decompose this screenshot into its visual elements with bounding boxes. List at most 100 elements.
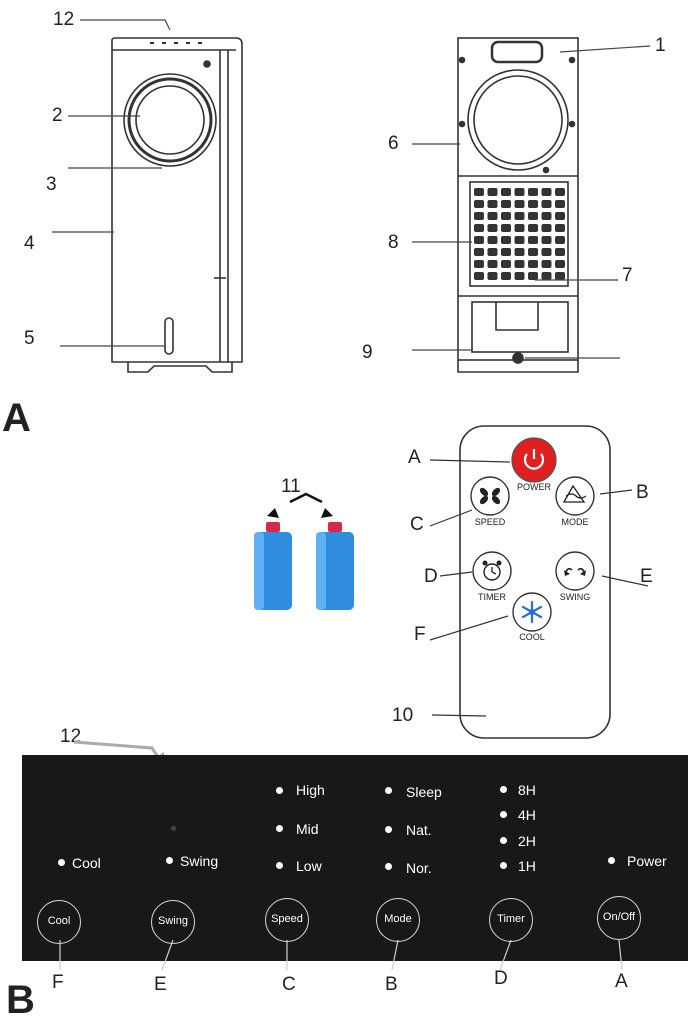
panel-cool-button[interactable]: Cool bbox=[37, 900, 81, 944]
filter-cell bbox=[487, 224, 498, 232]
timer-4h-led bbox=[500, 811, 507, 818]
filter-cell bbox=[487, 188, 498, 196]
filter-cell bbox=[541, 248, 552, 256]
callout-10: 10 bbox=[392, 705, 414, 726]
remote-timer-button[interactable] bbox=[472, 551, 512, 591]
filter-cell bbox=[501, 188, 511, 196]
section-label-b: B bbox=[6, 978, 35, 1022]
remote-letter-c: C bbox=[410, 514, 424, 535]
callout-12: 12 bbox=[53, 9, 75, 30]
remote-mode-button[interactable] bbox=[555, 476, 595, 516]
speed-mid-led bbox=[276, 825, 283, 832]
callout-7: 7 bbox=[622, 265, 633, 286]
remote-cool-label: COOL bbox=[519, 632, 545, 642]
panel-letter-leaders bbox=[59, 940, 623, 971]
callout-3: 3 bbox=[46, 174, 57, 195]
panel-timer-button-label: Timer bbox=[497, 913, 525, 925]
filter-cell bbox=[555, 272, 565, 280]
timer-8h-label: 8H bbox=[518, 782, 536, 798]
speed-low-led bbox=[276, 862, 283, 869]
panel-cool-button-label: Cool bbox=[47, 915, 71, 927]
timer-1h-label: 1H bbox=[518, 858, 536, 874]
filter-cell bbox=[541, 272, 552, 280]
remote-cool-button[interactable] bbox=[512, 592, 552, 632]
timer-8h-led bbox=[500, 786, 507, 793]
filter-cell bbox=[528, 260, 538, 268]
callout-11: 11 bbox=[281, 476, 301, 497]
mode-nat-label: Nat. bbox=[406, 822, 432, 838]
remote-swing-label: SWING bbox=[559, 592, 591, 602]
timer-1h-led bbox=[500, 862, 507, 869]
remote-letter-d: D bbox=[424, 566, 438, 587]
cool-indicator-led bbox=[58, 859, 65, 866]
speed-high-label: High bbox=[296, 782, 325, 798]
filter-grid bbox=[474, 188, 565, 280]
filter-cell bbox=[541, 260, 552, 268]
filter-cell bbox=[501, 248, 511, 256]
panel-onoff-button-label: On/Off bbox=[602, 911, 636, 923]
remote-swing-button[interactable] bbox=[555, 551, 595, 591]
filter-cell bbox=[514, 272, 525, 280]
remote-control bbox=[429, 425, 649, 739]
filter-cell bbox=[514, 224, 525, 232]
section-label-a: A bbox=[2, 396, 31, 440]
remote-timer-label: TIMER bbox=[478, 592, 506, 602]
filter-cell bbox=[555, 236, 565, 244]
filter-cell bbox=[501, 212, 511, 220]
filter-cell bbox=[514, 212, 525, 220]
filter-cell bbox=[555, 200, 565, 208]
swing-indicator-label: Swing bbox=[180, 853, 219, 869]
panel-timer-button[interactable]: Timer bbox=[489, 898, 533, 942]
ice-pack-left bbox=[254, 522, 292, 610]
filter-cell bbox=[487, 248, 498, 256]
mode-nat-led bbox=[385, 826, 392, 833]
front-view-unit bbox=[111, 37, 243, 373]
filter-cell bbox=[541, 200, 552, 208]
filter-cell bbox=[501, 260, 511, 268]
callout-2: 2 bbox=[52, 105, 63, 126]
remote-mode-label: MODE bbox=[561, 517, 589, 527]
speed-mid-label: Mid bbox=[296, 821, 319, 837]
filter-cell bbox=[555, 248, 565, 256]
panel-mode-button[interactable]: Mode bbox=[376, 898, 420, 942]
filter-cell bbox=[487, 272, 498, 280]
callout-1: 1 bbox=[655, 35, 666, 56]
filter-cell bbox=[501, 236, 511, 244]
power-indicator-label: Power bbox=[627, 853, 667, 869]
remote-speed-button[interactable] bbox=[470, 476, 510, 516]
filter-cell bbox=[528, 200, 538, 208]
filter-cell bbox=[474, 200, 484, 208]
filter-cell bbox=[501, 224, 511, 232]
filter-cell bbox=[528, 248, 538, 256]
remote-power-button[interactable] bbox=[511, 437, 557, 483]
filter-cell bbox=[487, 200, 498, 208]
filter-cell bbox=[501, 200, 511, 208]
mode-sleep-label: Sleep bbox=[406, 784, 442, 800]
unit-drawings bbox=[52, 19, 651, 373]
panel-speed-button-label: Speed bbox=[271, 913, 303, 925]
speed-low-label: Low bbox=[296, 858, 322, 874]
remote-speed-label: SPEED bbox=[474, 517, 506, 527]
ice-packs-illustration bbox=[254, 492, 354, 610]
panel-speed-button[interactable]: Speed bbox=[265, 898, 309, 942]
filter-cell bbox=[514, 260, 525, 268]
mode-nor-led bbox=[385, 863, 392, 870]
filter-cell bbox=[474, 260, 484, 268]
callout-9: 9 bbox=[362, 342, 373, 363]
filter-cell bbox=[514, 236, 525, 244]
panel-swing-button-label: Swing bbox=[158, 915, 188, 927]
filter-cell bbox=[487, 212, 498, 220]
filter-cell bbox=[474, 272, 484, 280]
remote-letter-a: A bbox=[408, 447, 421, 468]
remote-letter-f: F bbox=[414, 624, 426, 645]
panel-onoff-button[interactable]: On/Off bbox=[597, 896, 641, 940]
timer-4h-label: 4H bbox=[518, 807, 536, 823]
panel-swing-button[interactable]: Swing bbox=[151, 900, 195, 944]
ice-pack-right bbox=[316, 522, 354, 610]
callout-5: 5 bbox=[24, 328, 35, 349]
callout-6: 6 bbox=[388, 133, 399, 154]
filter-cell bbox=[555, 212, 565, 220]
speed-high-led bbox=[276, 787, 283, 794]
filter-cell bbox=[474, 188, 484, 196]
panel-sensor-dot bbox=[171, 826, 176, 831]
